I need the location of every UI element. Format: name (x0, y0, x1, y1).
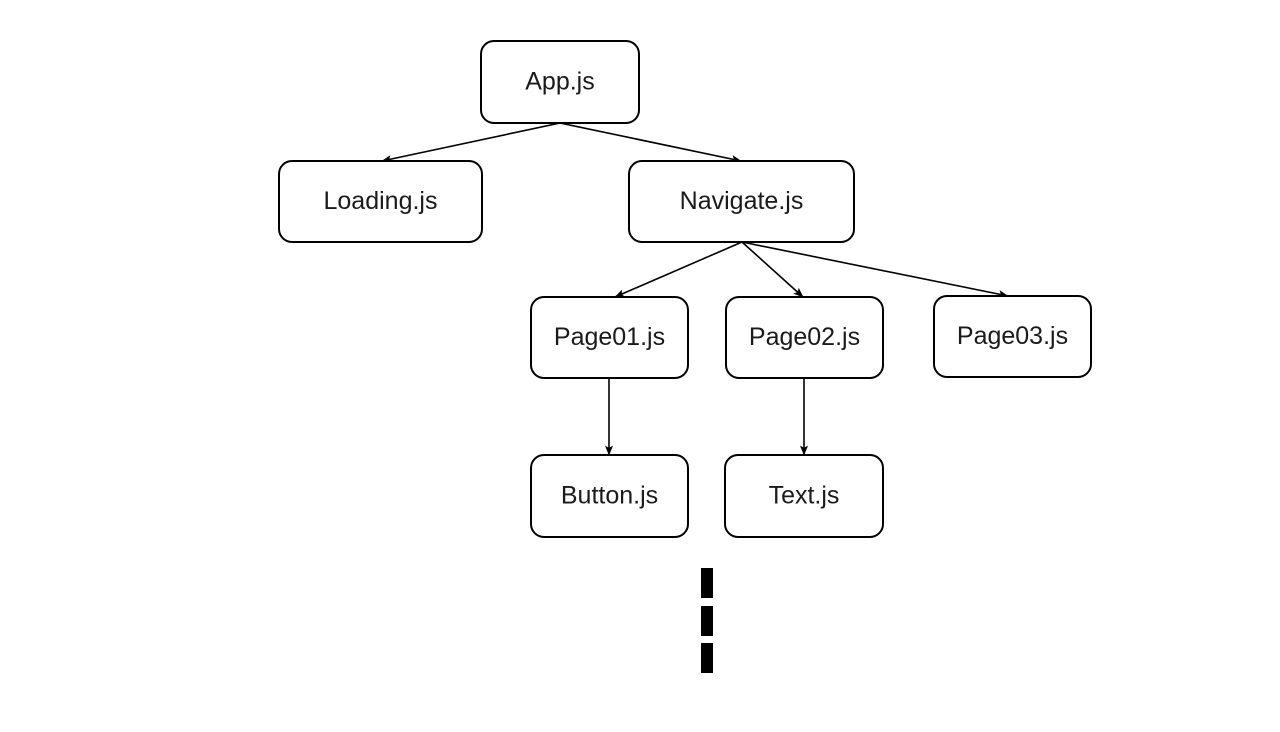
ellipsis-dash-1 (701, 568, 713, 598)
node-page01[interactable]: Page01.js (530, 296, 689, 379)
node-box-app[interactable] (480, 40, 640, 124)
node-app[interactable]: App.js (480, 40, 640, 124)
node-text[interactable]: Text.js (724, 454, 884, 538)
edge-app-loading (381, 122, 561, 163)
edge-app-navigate (559, 122, 742, 163)
node-box-navigate[interactable] (628, 160, 855, 243)
edges-layer (381, 122, 1009, 456)
node-loading[interactable]: Loading.js (278, 160, 483, 243)
node-button[interactable]: Button.js (530, 454, 689, 538)
node-page02[interactable]: Page02.js (725, 296, 884, 379)
node-box-page01[interactable] (530, 296, 689, 379)
vertical-ellipsis (701, 568, 713, 673)
node-label-app: App.js (525, 68, 594, 96)
ellipsis-dash-3 (701, 643, 713, 673)
node-label-text: Text.js (769, 482, 840, 510)
node-box-button[interactable] (530, 454, 689, 538)
node-page03[interactable]: Page03.js (933, 295, 1092, 378)
node-label-page02: Page02.js (749, 323, 860, 351)
node-label-loading: Loading.js (324, 187, 438, 215)
node-label-navigate: Navigate.js (680, 187, 804, 215)
edge-navigate-page02 (741, 241, 804, 298)
node-box-page02[interactable] (725, 296, 884, 379)
node-navigate[interactable]: Navigate.js (628, 160, 855, 243)
node-box-loading[interactable] (278, 160, 483, 243)
node-label-page03: Page03.js (957, 322, 1068, 350)
node-label-button: Button.js (561, 482, 658, 510)
node-label-page01: Page01.js (554, 323, 665, 351)
node-box-text[interactable] (724, 454, 884, 538)
edge-navigate-page01 (614, 241, 743, 298)
node-box-page03[interactable] (933, 295, 1092, 378)
edge-navigate-page03 (741, 241, 1009, 299)
ellipsis-dash-2 (701, 606, 713, 636)
